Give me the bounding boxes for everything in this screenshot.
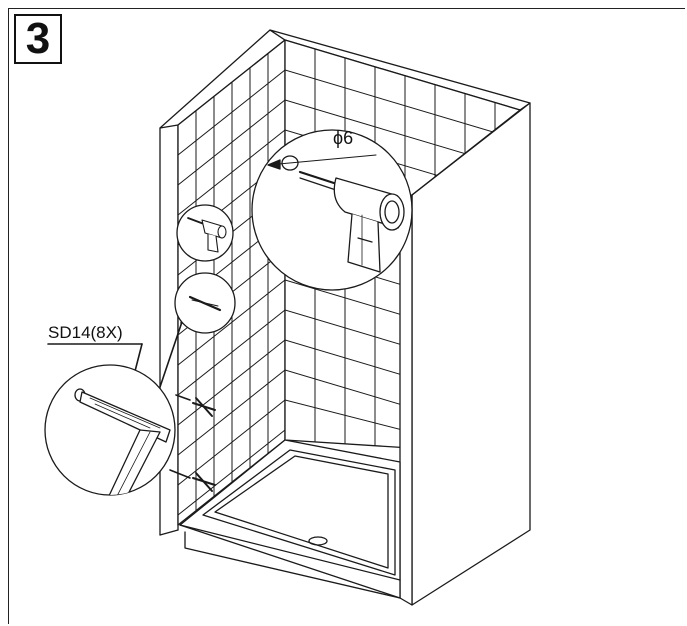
- step-number-badge: 3: [14, 14, 62, 64]
- right-panel: [399, 102, 531, 606]
- shower-tray: [179, 439, 401, 599]
- drain-icon: [308, 536, 328, 546]
- screw-position-marks: [192, 397, 216, 492]
- screw-insert-detail-icon: [44, 364, 176, 496]
- part-code-label: SD14(8X): [48, 323, 123, 342]
- screw-detail-icon: [174, 272, 236, 334]
- drill-diameter-label: ϕ6: [333, 128, 354, 148]
- instruction-frame: [8, 8, 685, 624]
- small-drill-icon: [176, 204, 234, 262]
- drill-detail-icon: [251, 129, 413, 291]
